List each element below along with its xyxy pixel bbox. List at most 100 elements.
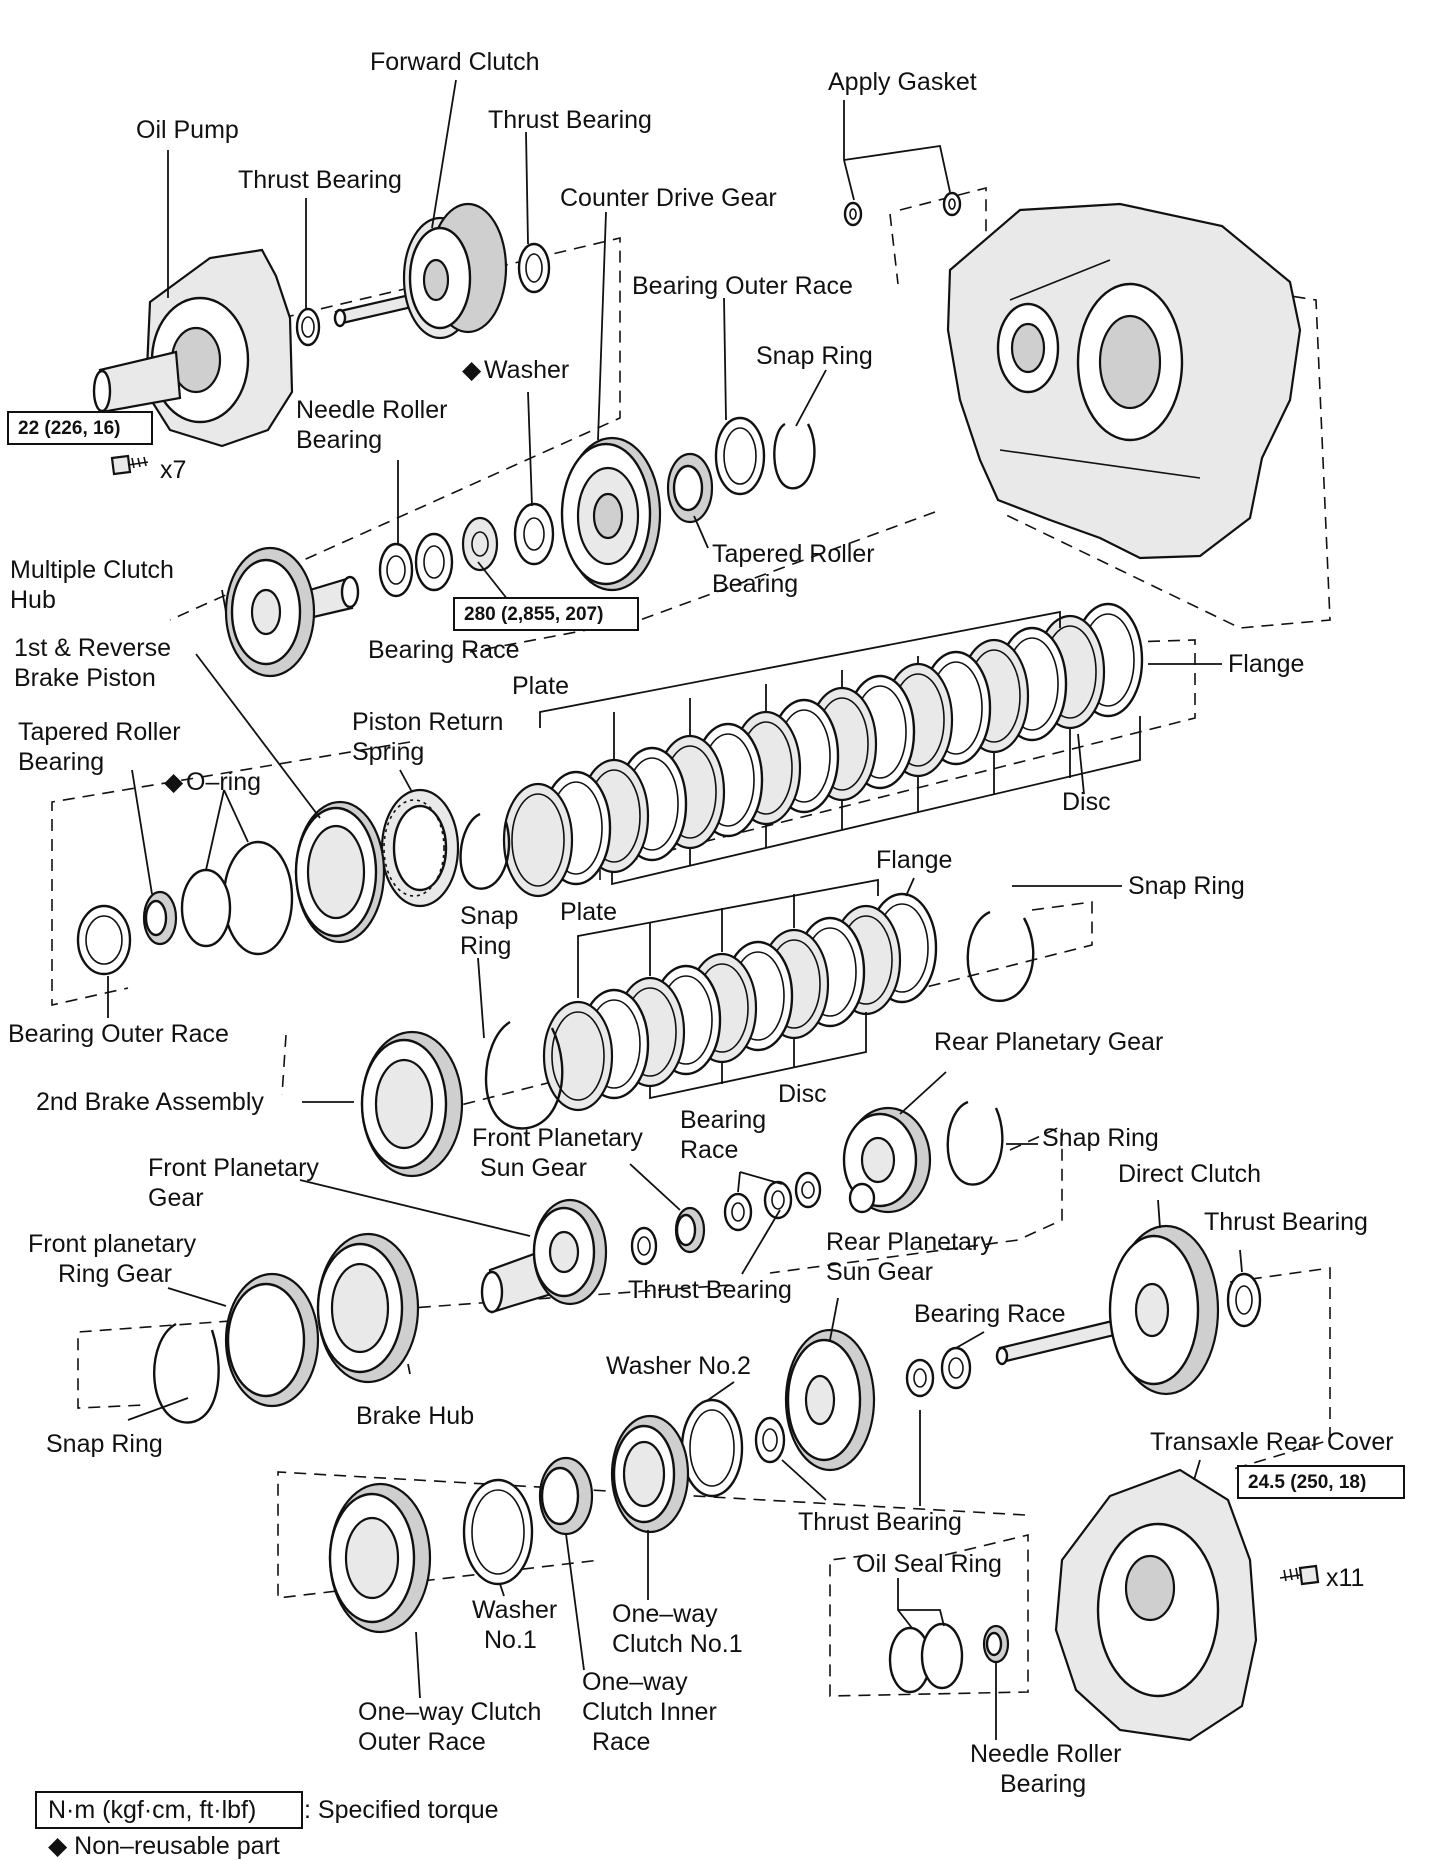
label-first-reverse-brake-piston: 1st & Reverse [14, 634, 171, 662]
label-first-reverse-brake-piston-line2: Brake Piston [14, 664, 156, 692]
label-snap-ring-3: Snap [460, 902, 518, 930]
label-bearing-outer-race-1: Bearing Outer Race [632, 272, 853, 300]
rear-planetary-gear-part [842, 1106, 932, 1214]
label-disc-1: Disc [1062, 788, 1111, 816]
one-way-clutch-outer-race-part [328, 1482, 432, 1634]
transaxle-case-part [946, 202, 1302, 560]
label-tapered-roller-bearing-1: Tapered Roller [712, 540, 875, 568]
torque-box-oil-pump [7, 411, 153, 445]
rear-cover-bolt-icon [1279, 1564, 1320, 1586]
label-washer-no1-line2: No.1 [484, 1626, 537, 1654]
label-disc-2: Disc [778, 1080, 827, 1108]
label-flange-2: Flange [876, 846, 952, 874]
bearing-race-part-3 [905, 1346, 972, 1398]
non-reusable-mark-washer: ◆ [462, 356, 482, 384]
label-apply-gasket: Apply Gasket [828, 68, 977, 96]
label-washer-no2: Washer No.2 [606, 1352, 751, 1380]
label-front-planetary-gear-line2: Gear [148, 1184, 204, 1212]
non-reusable-mark-o-ring: ◆ [164, 768, 184, 796]
label-flange-1: Flange [1228, 650, 1304, 678]
first-reverse-brake-piston-part [294, 800, 386, 944]
thrust-bearing-part-3 [630, 1226, 658, 1266]
label-piston-return-spring: Piston Return [352, 708, 503, 736]
lock-nut-part [461, 516, 499, 572]
tapered-roller-bearing-part-1 [666, 452, 714, 524]
label-forward-clutch: Forward Clutch [370, 48, 540, 76]
label-snap-ring-5: Snap Ring [46, 1430, 163, 1458]
needle-roller-bearing-part-1 [378, 542, 414, 598]
thrust-bearing-part-5 [754, 1416, 786, 1464]
label-bearing-race-1: Bearing Race [368, 636, 519, 664]
direct-clutch-part [995, 1224, 1220, 1396]
legend-torque-text: : Specified torque [304, 1796, 499, 1824]
label-front-planetary-sun-gear-line2: Sun Gear [480, 1154, 587, 1182]
label-second-brake-assembly: 2nd Brake Assembly [36, 1088, 264, 1116]
apply-gasket-part [843, 191, 962, 227]
front-planetary-ring-gear-part [224, 1272, 320, 1408]
label-plate-2: Plate [560, 898, 617, 926]
needle-roller-bearing-part-2 [982, 1624, 1010, 1664]
label-one-way-clutch-outer-race-line2: Outer Race [358, 1728, 486, 1756]
one-way-clutch-inner-race-part [538, 1456, 594, 1536]
label-front-planetary-ring-gear-line2: Ring Gear [58, 1260, 172, 1288]
bearing-race-part-2 [723, 1171, 822, 1232]
label-direct-clutch: Direct Clutch [1118, 1160, 1261, 1188]
label-rear-planetary-sun-gear-line2: Sun Gear [826, 1258, 933, 1286]
torque-box-rear-cover [1237, 1465, 1405, 1499]
multiple-clutch-hub-part [224, 546, 360, 678]
label-one-way-clutch-no1: One–way [612, 1600, 718, 1628]
label-transaxle-rear-cover: Transaxle Rear Cover [1150, 1428, 1394, 1456]
label-snap-ring-3-line2: Ring [460, 932, 511, 960]
label-counter-drive-gear: Counter Drive Gear [560, 184, 777, 212]
label-tapered-roller-bearing-2: Tapered Roller [18, 718, 181, 746]
torque-value-counter-drive: 280 (2,855, 207) [464, 604, 603, 625]
oil-pump-bolt-quantity: x7 [160, 456, 186, 484]
rear-cover-bolt-quantity: x11 [1326, 1564, 1364, 1592]
label-o-ring: O–ring [186, 768, 261, 796]
label-one-way-clutch-inner-race-line2: Clutch Inner [582, 1698, 717, 1726]
rear-planetary-sun-gear-part [784, 1328, 876, 1472]
front-planetary-sun-gear-part [674, 1206, 706, 1254]
label-one-way-clutch-outer-race: One–way Clutch [358, 1698, 541, 1726]
label-one-way-clutch-no1-line2: Clutch No.1 [612, 1630, 743, 1658]
torque-value-oil-pump: 22 (226, 16) [18, 418, 120, 439]
bearing-outer-race-part-2 [76, 904, 132, 976]
label-needle-roller-bearing-2-line2: Bearing [1000, 1770, 1086, 1798]
label-tapered-roller-bearing-1-line2: Bearing [712, 570, 798, 598]
one-way-clutch-no1-part [610, 1414, 690, 1534]
legend: N·m (kgf·cm, ft·lbf) : Specified torque … [35, 1791, 499, 1860]
label-thrust-bearing-1: Thrust Bearing [238, 166, 402, 194]
label-brake-hub: Brake Hub [356, 1402, 474, 1430]
front-planetary-gear-part [480, 1198, 608, 1314]
second-brake-assembly-part [360, 1030, 464, 1178]
part-labels: Forward Clutch Apply Gasket Oil Pump Thr… [8, 48, 1394, 1798]
label-rear-planetary-sun-gear: Rear Planetary [826, 1228, 993, 1256]
thrust-bearing-part-4 [1226, 1272, 1262, 1328]
legend-torque-box [35, 1791, 303, 1829]
label-one-way-clutch-inner-race-line3: Race [592, 1728, 650, 1756]
washer-no2-part [680, 1398, 744, 1498]
clutch-pack-2-brackets [577, 878, 879, 1100]
washer-part [513, 502, 555, 566]
oil-pump-bolt-icon [110, 454, 149, 476]
label-snap-ring-1: Snap Ring [756, 342, 873, 370]
snap-ring-part-1 [773, 422, 816, 490]
label-front-planetary-ring-gear: Front planetary [28, 1230, 197, 1258]
tapered-roller-bearing-part-2 [142, 890, 178, 946]
oil-seal-ring-part [888, 1622, 964, 1694]
label-tapered-roller-bearing-2-line2: Bearing [18, 748, 104, 776]
clutch-pack-1 [502, 602, 1144, 898]
o-ring-part [180, 840, 294, 956]
label-bearing-outer-race-2: Bearing Outer Race [8, 1020, 229, 1048]
label-piston-return-spring-line2: Spring [352, 738, 424, 766]
legend-torque-unit: N·m (kgf·cm, ft·lbf) [48, 1796, 256, 1824]
thrust-bearing-part-2 [517, 242, 551, 294]
leader-lines [107, 79, 1243, 1740]
washer-no1-part [462, 1478, 534, 1586]
label-multiple-clutch-hub: Multiple Clutch [10, 556, 174, 584]
label-thrust-bearing-5: Thrust Bearing [798, 1508, 962, 1536]
label-front-planetary-gear: Front Planetary [148, 1154, 319, 1182]
label-multiple-clutch-hub-line2: Hub [10, 586, 56, 614]
label-oil-pump: Oil Pump [136, 116, 239, 144]
